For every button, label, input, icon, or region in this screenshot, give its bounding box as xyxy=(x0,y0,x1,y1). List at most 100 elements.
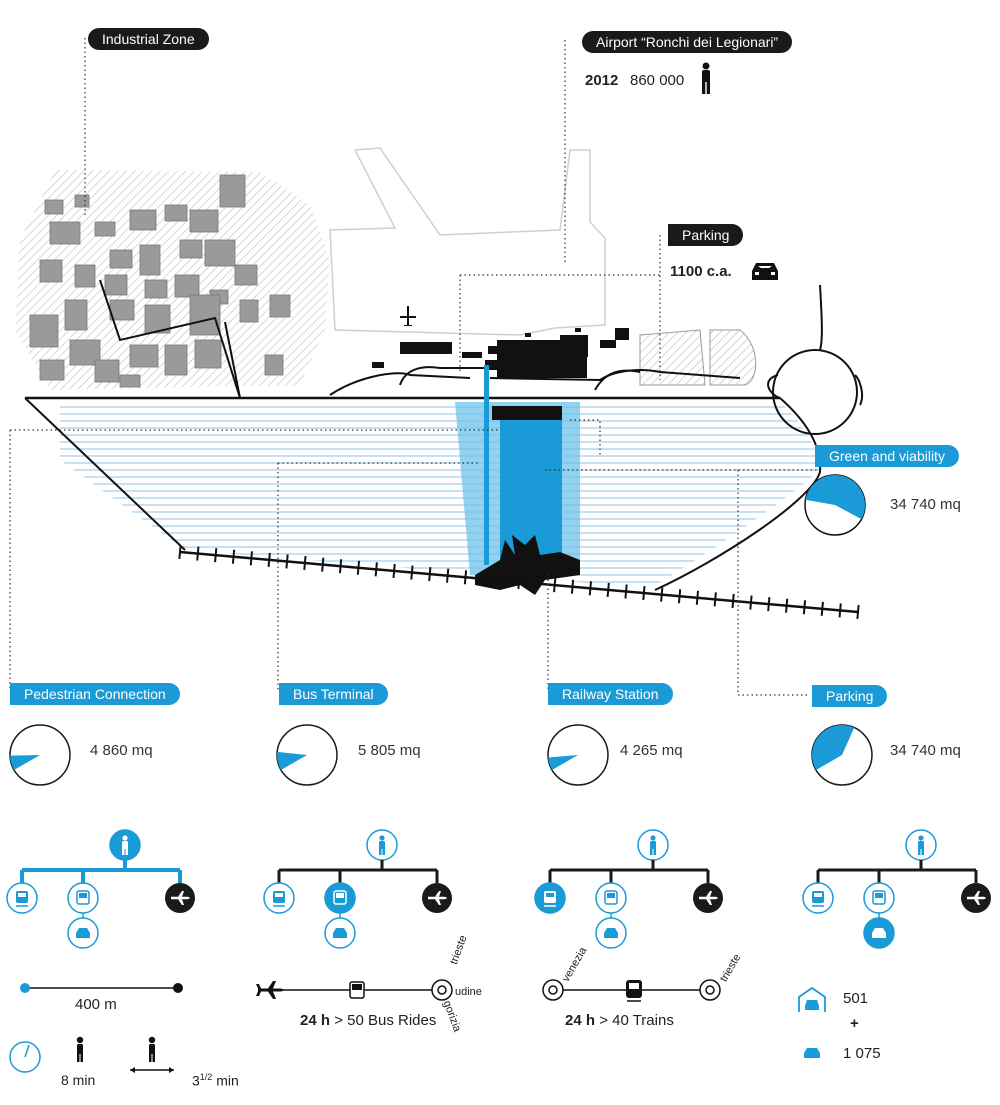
green-pie xyxy=(804,474,866,536)
car-icon xyxy=(804,1048,820,1058)
destination-hub-icon xyxy=(431,979,453,1001)
green-area xyxy=(60,402,820,588)
bus-route-line xyxy=(256,979,453,1001)
railway-tie xyxy=(463,570,468,585)
bus-icon xyxy=(863,882,895,914)
railway-tie xyxy=(749,595,753,610)
zone-area-parking: 34 740 mq xyxy=(890,742,961,759)
zone-label-pedestrian: Pedestrian Connection xyxy=(10,683,180,705)
plane-icon xyxy=(256,981,284,999)
train-icon xyxy=(263,882,295,914)
moving-walkway-icon xyxy=(130,1036,174,1073)
parking-open: 1 075 xyxy=(843,1045,881,1062)
plane-marker-icon xyxy=(400,306,416,326)
airport-buildings xyxy=(372,328,629,378)
green-area: 34 740 mq xyxy=(890,496,961,513)
railway-tie xyxy=(374,562,378,577)
pie-slice xyxy=(277,751,307,770)
car-icon xyxy=(595,917,627,949)
railway-tie xyxy=(570,579,575,594)
parking-lot-2 xyxy=(709,329,757,386)
zone-label-bus: Bus Terminal xyxy=(279,683,388,705)
airport-label: Airport “Ronchi dei Legionari” xyxy=(582,31,793,53)
airport-apron xyxy=(329,147,606,336)
train-icon xyxy=(802,882,834,914)
train-icon xyxy=(6,882,38,914)
railway-tie xyxy=(856,604,860,620)
railway-ties xyxy=(178,544,860,620)
person-icon xyxy=(637,829,669,861)
railway-tie xyxy=(731,593,735,609)
car-icon xyxy=(863,917,895,949)
railway-tie xyxy=(838,603,842,618)
railway-tie xyxy=(321,557,325,572)
bus-icon xyxy=(67,882,99,914)
railway-tie xyxy=(517,574,521,590)
person-icon xyxy=(366,829,398,861)
zone-label-rail: Railway Station xyxy=(548,683,673,705)
zone-pie xyxy=(547,724,609,786)
railway-tie xyxy=(178,544,182,560)
railway-tie xyxy=(499,573,503,588)
pedestrian-distance-line xyxy=(20,983,183,993)
railway-tie xyxy=(606,582,610,597)
pie-slice xyxy=(10,755,40,770)
railway-tie xyxy=(356,560,361,575)
railway-tie xyxy=(677,589,682,604)
railway-tie xyxy=(588,581,592,596)
railway-tie xyxy=(428,567,432,582)
parking-plus: + xyxy=(850,1015,859,1032)
railway-tie xyxy=(481,571,485,586)
railway-tie xyxy=(410,565,414,580)
pedestrian-distance: 400 m xyxy=(75,996,117,1013)
plane-icon xyxy=(165,883,195,913)
garage-icon xyxy=(798,986,826,1012)
person-icon xyxy=(109,829,141,861)
rail-frequency: 24 h > 40 Trains xyxy=(565,1012,674,1029)
railway-tie xyxy=(303,555,307,571)
mode-hierarchy-tree xyxy=(6,829,195,949)
rail-route-line xyxy=(542,979,721,1002)
railway-tie xyxy=(713,592,717,607)
plane-icon xyxy=(693,883,723,913)
railway-tie xyxy=(695,590,700,605)
zone-label-parking: Parking xyxy=(812,685,888,707)
industrial-zone-area xyxy=(15,170,330,390)
railway-tie xyxy=(535,576,539,591)
pie-slice xyxy=(812,725,855,770)
destination-hub-icon xyxy=(699,979,721,1001)
car-icon xyxy=(324,917,356,949)
parking-capacity: 1100 c.a. xyxy=(670,263,732,280)
railway-tie xyxy=(660,587,664,602)
railway-tie xyxy=(214,548,218,563)
zone-pie xyxy=(9,724,71,786)
zone-pie xyxy=(811,724,873,786)
bus-dest-udine: udine xyxy=(455,986,482,998)
industrial-buildings xyxy=(29,174,291,388)
walking-person-icon xyxy=(76,1036,84,1062)
car-capacity-icon xyxy=(752,263,778,280)
zone-area-pedestrian: 4 860 mq xyxy=(90,742,153,759)
railway-tie xyxy=(785,598,789,613)
bus-icon xyxy=(595,882,627,914)
bus-icon xyxy=(349,981,365,999)
mode-hierarchy-tree xyxy=(802,829,991,949)
person-icon xyxy=(702,62,710,94)
railway-tie xyxy=(446,568,450,583)
roundabout xyxy=(767,284,864,435)
airport-year: 2012 xyxy=(585,72,619,89)
zone-area-rail: 4 265 mq xyxy=(620,742,683,759)
parking-top-label: Parking xyxy=(668,224,744,246)
railway-tie xyxy=(802,600,807,615)
railway-tie xyxy=(642,585,646,601)
train-icon xyxy=(534,882,566,914)
railway-tie xyxy=(267,552,271,567)
railway-tie xyxy=(231,549,236,564)
car-icon xyxy=(67,917,99,949)
mode-hierarchy-tree xyxy=(263,829,452,949)
bus-frequency: 24 h > 50 Bus Rides xyxy=(300,1012,437,1029)
railway-tie xyxy=(624,584,628,599)
project-area xyxy=(455,365,580,575)
